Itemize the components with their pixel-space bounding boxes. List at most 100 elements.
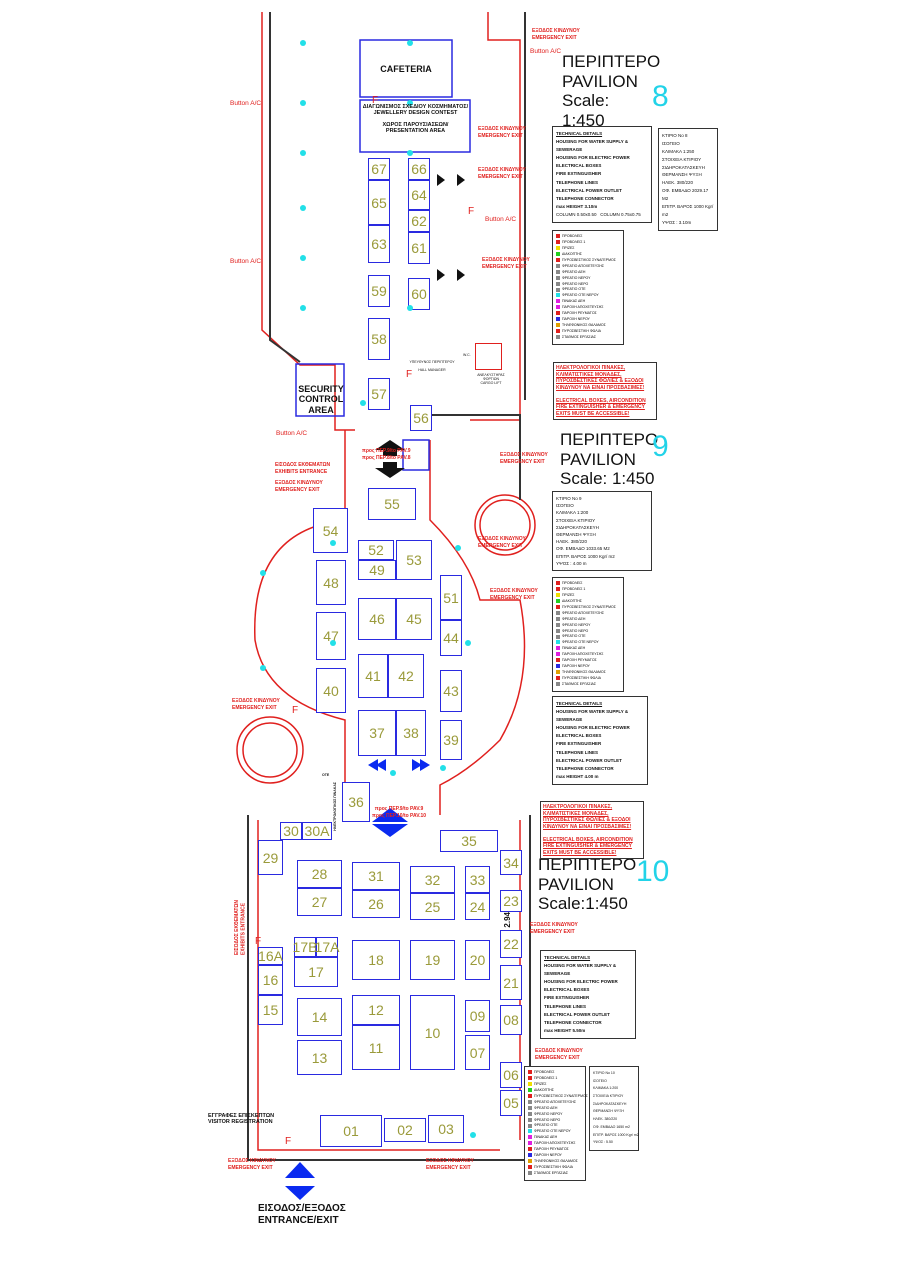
booth-35[interactable]: 35 (440, 830, 498, 852)
booth-55[interactable]: 55 (368, 488, 416, 520)
booth-33[interactable]: 33 (465, 866, 490, 893)
booth-60[interactable]: 60 (408, 278, 430, 310)
booth-26[interactable]: 26 (352, 890, 400, 918)
booth-08[interactable]: 08 (500, 1005, 522, 1035)
tech-item: FIRE EXTINGUISHER (556, 741, 602, 747)
booth-49[interactable]: 49 (358, 560, 396, 580)
booth-22[interactable]: 22 (500, 930, 522, 958)
booth-10[interactable]: 10 (410, 995, 455, 1070)
booth-67[interactable]: 67 (368, 158, 390, 180)
legend-symbol-icon (556, 293, 560, 298)
booth-58[interactable]: 58 (368, 318, 390, 360)
booth-13[interactable]: 13 (297, 1040, 342, 1075)
booth-40[interactable]: 40 (316, 668, 346, 713)
booth-17B[interactable]: 17B (292, 937, 318, 957)
booth-17A[interactable]: 17A (314, 937, 340, 957)
booth-39[interactable]: 39 (440, 720, 462, 760)
booth-38[interactable]: 38 (396, 710, 426, 756)
booth-02[interactable]: 02 (384, 1118, 426, 1142)
booth-16A[interactable]: 16A (258, 947, 283, 965)
booth-54[interactable]: 54 (313, 508, 348, 553)
booth-18[interactable]: 18 (352, 940, 400, 980)
ac-button-label[interactable]: Button A/C (230, 100, 262, 107)
legend-symbol-icon (528, 1105, 532, 1110)
tech-max-height: max HEIGHT 4.00 m (556, 773, 599, 779)
booth-03[interactable]: 03 (428, 1115, 464, 1143)
booth-06[interactable]: 06 (500, 1062, 522, 1088)
booth-30[interactable]: 30 (280, 822, 302, 840)
legend-symbol-icon (528, 1087, 532, 1092)
ac-button-label[interactable]: Button A/C (485, 216, 517, 223)
legend-item: ΦΡΕΑΤΙΟ ΔΕΗ (528, 1106, 582, 1112)
booth-16[interactable]: 16 (258, 965, 283, 995)
legend-item: ΠΥΡΟΣΒΕΣΤΙΚΟΣ ΣΥΝΑΓΕΡΜΟΣ (556, 258, 620, 264)
booth-43[interactable]: 43 (440, 670, 462, 712)
legend-symbol-icon (528, 1129, 532, 1134)
entrance-exit-label[interactable]: ΕΙΣΟΔΟΣ/ΕΞΟΔΟΣ ENTRANCE/EXIT (258, 1203, 346, 1226)
booth-07[interactable]: 07 (465, 1035, 490, 1070)
booth-48[interactable]: 48 (316, 560, 346, 605)
booth-56[interactable]: 56 (410, 405, 432, 431)
booth-45[interactable]: 45 (396, 598, 432, 640)
booth-29[interactable]: 29 (258, 840, 283, 875)
booth-28[interactable]: 28 (297, 860, 342, 888)
booth-19[interactable]: 19 (410, 940, 455, 980)
booth-05[interactable]: 05 (500, 1090, 522, 1116)
booth-62[interactable]: 62 (408, 210, 430, 232)
booth-12[interactable]: 12 (352, 995, 400, 1025)
booth-42[interactable]: 42 (388, 654, 424, 698)
booth-37[interactable]: 37 (358, 710, 396, 756)
booth-65[interactable]: 65 (368, 180, 390, 225)
accessibility-warning-pavilion-8: ΗΛΕΚΤΡΟΛΟΓΙΚΟΙ ΠΙΝΑΚΕΣ, ΚΛΙΜΑΤΙΣΤΙΚΕΣ ΜΟ… (553, 362, 657, 420)
legend-item: ΦΡΕΑΤΙΟ ΑΠΟΧΕΤΕΥΣΗΣ (556, 264, 620, 270)
tech-item: FIRE EXTINGUISHER (544, 995, 590, 1001)
booth-64[interactable]: 64 (408, 180, 430, 210)
booth-51[interactable]: 51 (440, 575, 462, 620)
legend-label: ΠΑΡΟΧΗ ΑΠΟΧΕΤΕΥΣΗΣ (562, 305, 604, 310)
legend-item: ΦΡΕΑΤΙΟ ΔΕΗ (556, 617, 620, 623)
booth-30A[interactable]: 30A (302, 822, 332, 840)
ac-button-label[interactable]: Button A/C (276, 430, 308, 437)
booth-01[interactable]: 01 (320, 1115, 382, 1147)
booth-21[interactable]: 21 (500, 965, 522, 1000)
pavilion-10-title: ΠΕΡΙΠΤΕΡΟ PAVILION Scale:1:450 (538, 855, 636, 914)
booth-31[interactable]: 31 (352, 862, 400, 890)
booth-47[interactable]: 47 (316, 612, 346, 660)
legend-symbol-icon (528, 1076, 532, 1081)
booth-44[interactable]: 44 (440, 620, 462, 656)
booth-36[interactable]: 36 (342, 782, 370, 822)
legend-item: ΠΥΡΟΣΒΕΣΤΙΚΗ ΦΩΛΙΑ (528, 1165, 582, 1171)
booth-20[interactable]: 20 (465, 940, 490, 980)
booth-53[interactable]: 53 (396, 540, 432, 580)
booth-59[interactable]: 59 (368, 275, 390, 307)
booth-17[interactable]: 17 (294, 957, 338, 987)
emergency-exit-gr: ΕΞΟΔΟΣ ΚΙΝΔΥΝΟΥ (478, 126, 526, 132)
legend-label: ΦΡΕΑΤΙΟ ΑΠΟΧΕΤΕΥΣΗΣ (562, 610, 605, 615)
booth-61[interactable]: 61 (408, 232, 430, 264)
building-info-line: ΟΦ. ΕΜΒΑΔΟ 1033.65 Μ2 (556, 546, 610, 552)
legend-label: ΦΡΕΑΤΙΟ ΝΕΡΟΥ (562, 275, 591, 280)
booth-66[interactable]: 66 (408, 158, 430, 180)
booth-52[interactable]: 52 (358, 540, 394, 560)
booth-14[interactable]: 14 (297, 998, 342, 1036)
booth-46[interactable]: 46 (358, 598, 396, 640)
emergency-exit-gr: ΕΞΟΔΟΣ ΚΙΝΔΥΝΟΥ (532, 28, 580, 34)
booth-09[interactable]: 09 (465, 1000, 490, 1032)
booth-63[interactable]: 63 (368, 225, 390, 263)
booth-32[interactable]: 32 (410, 866, 455, 893)
booth-34[interactable]: 34 (500, 850, 522, 875)
emergency-exit-gr: ΕΞΟΔΟΣ ΚΙΝΔΥΝΟΥ (482, 257, 530, 263)
booth-25[interactable]: 25 (410, 893, 455, 920)
booth-15[interactable]: 15 (258, 995, 283, 1025)
booth-27[interactable]: 27 (297, 888, 342, 916)
booth-11[interactable]: 11 (352, 1025, 400, 1070)
booth-24[interactable]: 24 (465, 893, 490, 920)
cargo-lift-en: CARGO LIFT (480, 381, 502, 386)
booth-41[interactable]: 41 (358, 654, 388, 698)
booth-57[interactable]: 57 (368, 378, 390, 410)
ac-button-label[interactable]: Button A/C (230, 258, 262, 265)
booth-23[interactable]: 23 (500, 890, 522, 912)
ac-button-label[interactable]: Button A/C (530, 48, 562, 55)
